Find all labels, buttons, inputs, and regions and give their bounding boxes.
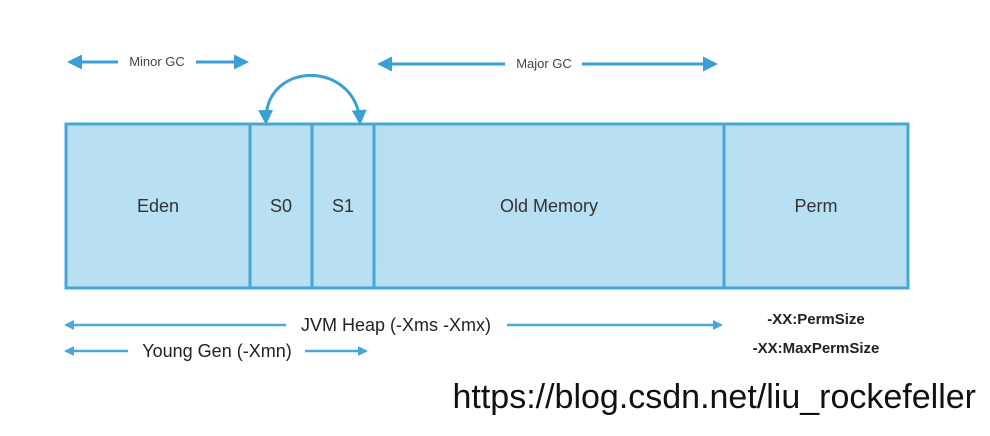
young-gen-arrow: Young Gen (-Xmn): [64, 341, 368, 361]
region-old-memory: [372, 122, 726, 290]
region-perm: [722, 122, 910, 290]
perm-label: Perm: [794, 196, 837, 216]
watermark-url: https://blog.csdn.net/liu_rockefeller: [452, 378, 976, 416]
survivor-swap-arc: [258, 74, 367, 125]
young-gen-label: Young Gen (-Xmn): [142, 341, 291, 361]
jvm-heap-arrow: JVM Heap (-Xms -Xmx): [64, 315, 723, 335]
s1-label: S1: [332, 196, 354, 216]
minor-gc-label: Minor GC: [129, 54, 185, 69]
max-perm-size-flag: -XX:MaxPermSize: [753, 340, 880, 357]
eden-label: Eden: [137, 196, 179, 216]
memory-bar: Eden S0 S1 Old Memory Perm: [64, 122, 910, 290]
jvm-heap-label: JVM Heap (-Xms -Xmx): [301, 315, 491, 335]
major-gc-arrow: Major GC: [377, 56, 718, 72]
s0-label: S0: [270, 196, 292, 216]
old-memory-label: Old Memory: [500, 196, 598, 216]
region-eden: [64, 122, 252, 290]
major-gc-label: Major GC: [516, 56, 572, 71]
region-s1: [310, 122, 376, 290]
region-s0: [248, 122, 314, 290]
minor-gc-arrow: Minor GC: [67, 54, 249, 70]
perm-size-flag: -XX:PermSize: [767, 311, 865, 328]
